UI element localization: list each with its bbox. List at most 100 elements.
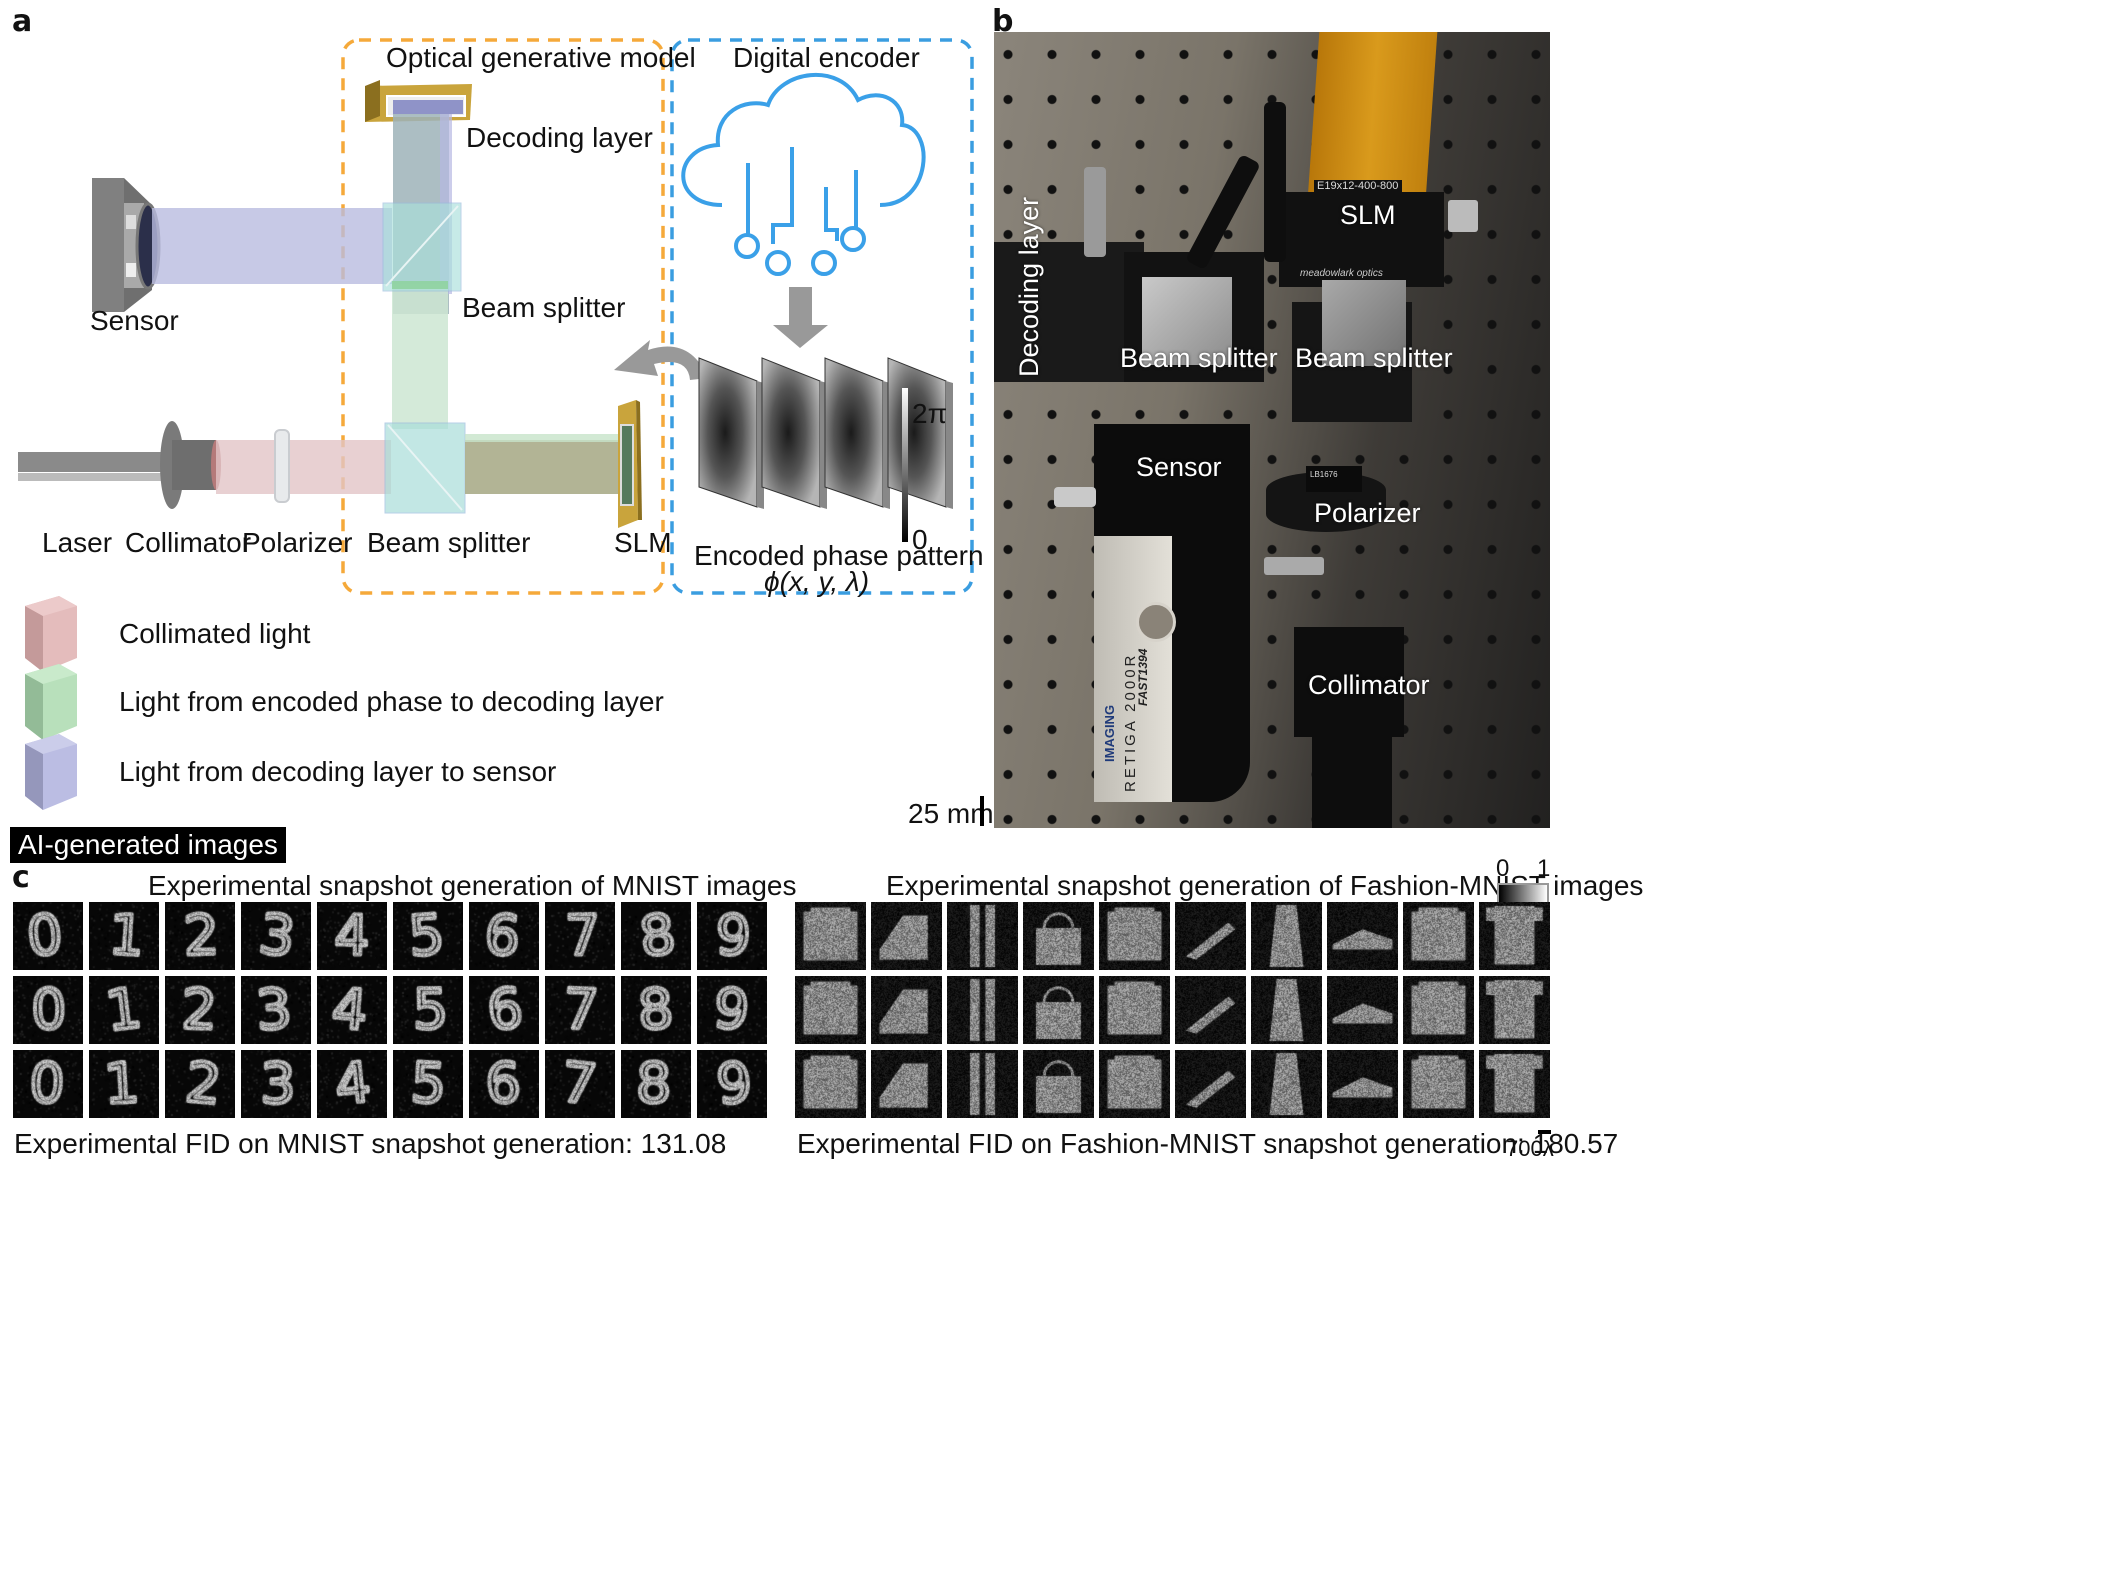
fashion-tile-sandal	[1175, 902, 1246, 970]
mnist-image	[697, 1050, 767, 1118]
mnist-fid-caption: Experimental FID on MNIST snapshot gener…	[14, 1128, 727, 1159]
encoded-phase-plates	[698, 357, 953, 509]
phase-colorbar	[902, 388, 908, 542]
mnist-image	[545, 976, 615, 1044]
collimator-icon	[160, 421, 221, 509]
mnist-image	[393, 1050, 463, 1118]
beam-splitter-top-icon	[382, 202, 462, 292]
mnist-tile-8	[621, 976, 691, 1044]
mnist-image	[697, 976, 767, 1044]
fashion-tile-coat	[1099, 902, 1170, 970]
label-polarizer: Polarizer	[242, 527, 353, 558]
phase-plate	[698, 357, 764, 509]
mnist-tile-0	[13, 1050, 83, 1118]
mnist-image	[545, 1050, 615, 1118]
mnist-tile-1	[89, 976, 159, 1044]
mnist-tile-8	[621, 1050, 691, 1118]
label-decoding-layer: Decoding layer	[466, 122, 653, 153]
mnist-image	[393, 976, 463, 1044]
panel-b-letter: b	[992, 4, 1014, 39]
fashion-tile-pullover	[795, 902, 866, 970]
mnist-image	[13, 1050, 83, 1118]
mnist-image	[697, 902, 767, 970]
fashion-tile-sneaker	[1327, 902, 1398, 970]
intensity-colorbar-min: 0	[1496, 855, 1510, 882]
fashion-image	[1099, 1050, 1170, 1118]
fashion-image	[1479, 1050, 1550, 1118]
fashion-tile-t-shirt	[1479, 976, 1550, 1044]
mnist-tile-6	[469, 1050, 539, 1118]
mnist-tile-5	[393, 1050, 463, 1118]
mnist-image	[621, 976, 691, 1044]
fashion-tile-sandal	[1175, 1050, 1246, 1118]
beam-splitter-bottom-icon	[384, 422, 466, 514]
mnist-image	[317, 1050, 387, 1118]
fashion-tile-bag	[1023, 1050, 1094, 1118]
mnist-tile-5	[393, 902, 463, 970]
photo-label-beam-splitter-right: Beam splitter	[1295, 343, 1453, 373]
fashion-tile-sandal	[1175, 976, 1246, 1044]
polarizer-icon	[274, 429, 290, 503]
fashion-image	[1403, 976, 1474, 1044]
panel-c-letter: c	[12, 860, 30, 895]
phase-plate	[761, 357, 827, 509]
mnist-tile-9	[697, 976, 767, 1044]
fashion-fid-caption: Experimental FID on Fashion-MNIST snapsh…	[797, 1128, 1619, 1159]
fashion-tile-dress	[1251, 1050, 1322, 1118]
decoded-light-swatch-icon	[25, 734, 77, 810]
label-sensor: Sensor	[90, 305, 179, 336]
down-arrow-icon	[773, 287, 828, 348]
fashion-tile-ankle-boot	[871, 976, 942, 1044]
optical-box-title: Optical generative model	[386, 42, 696, 73]
fashion-image	[1251, 1050, 1322, 1118]
mnist-image	[89, 976, 159, 1044]
experimental-setup-photo: E19x12-400-800 meadowlark optics FAST139…	[994, 32, 1550, 828]
mnist-tile-3	[241, 1050, 311, 1118]
label-collimator: Collimator	[125, 527, 252, 558]
fashion-tile-ankle-boot	[871, 902, 942, 970]
mnist-title: Experimental snapshot generation of MNIS…	[148, 870, 797, 901]
mnist-image	[469, 902, 539, 970]
fashion-tile-t-shirt	[1479, 1050, 1550, 1118]
fashion-image	[1023, 1050, 1094, 1118]
label-beam-splitter-top: Beam splitter	[462, 292, 626, 323]
fashion-tile-shirt	[1403, 902, 1474, 970]
camera-brand: IMAGING	[1102, 704, 1117, 762]
photo-label-slm: SLM	[1340, 200, 1396, 230]
mnist-tile-3	[241, 976, 311, 1044]
neural-cloud-icon	[681, 73, 926, 276]
fashion-image	[1251, 976, 1322, 1044]
fashion-tile-trouser	[947, 976, 1018, 1044]
photo-scale-bar-label: 25 mm	[908, 798, 994, 829]
fashion-image	[1479, 902, 1550, 970]
label-laser: Laser	[42, 527, 113, 558]
fashion-image	[1403, 902, 1474, 970]
legend-label: Light from decoding layer to sensor	[119, 756, 557, 787]
panel-a-letter: a	[12, 4, 33, 39]
mnist-tile-0	[13, 976, 83, 1044]
fashion-image	[795, 902, 866, 970]
mnist-image	[393, 902, 463, 970]
photo-label-polarizer: Polarizer	[1314, 498, 1421, 528]
fashion-image	[1479, 976, 1550, 1044]
fashion-tile-bag	[1023, 902, 1094, 970]
fashion-image	[1327, 976, 1398, 1044]
fashion-image	[795, 976, 866, 1044]
photo-scale-bar	[980, 796, 984, 826]
mnist-tile-6	[469, 976, 539, 1044]
lens-label: LB1676	[1310, 470, 1338, 479]
fashion-image	[1023, 902, 1094, 970]
photo-label-sensor: Sensor	[1136, 452, 1222, 482]
mnist-tile-3	[241, 902, 311, 970]
fashion-image	[871, 976, 942, 1044]
mnist-tile-8	[621, 902, 691, 970]
mnist-tile-9	[697, 902, 767, 970]
fashion-image	[1251, 902, 1322, 970]
mnist-image	[545, 902, 615, 970]
legend-label: Collimated light	[119, 618, 311, 649]
mnist-image	[13, 976, 83, 1044]
legend-label: Light from encoded phase to decoding lay…	[119, 686, 664, 717]
fashion-tile-trouser	[947, 902, 1018, 970]
mnist-image	[89, 902, 159, 970]
intensity-colorbar-max: 1	[1537, 855, 1551, 882]
